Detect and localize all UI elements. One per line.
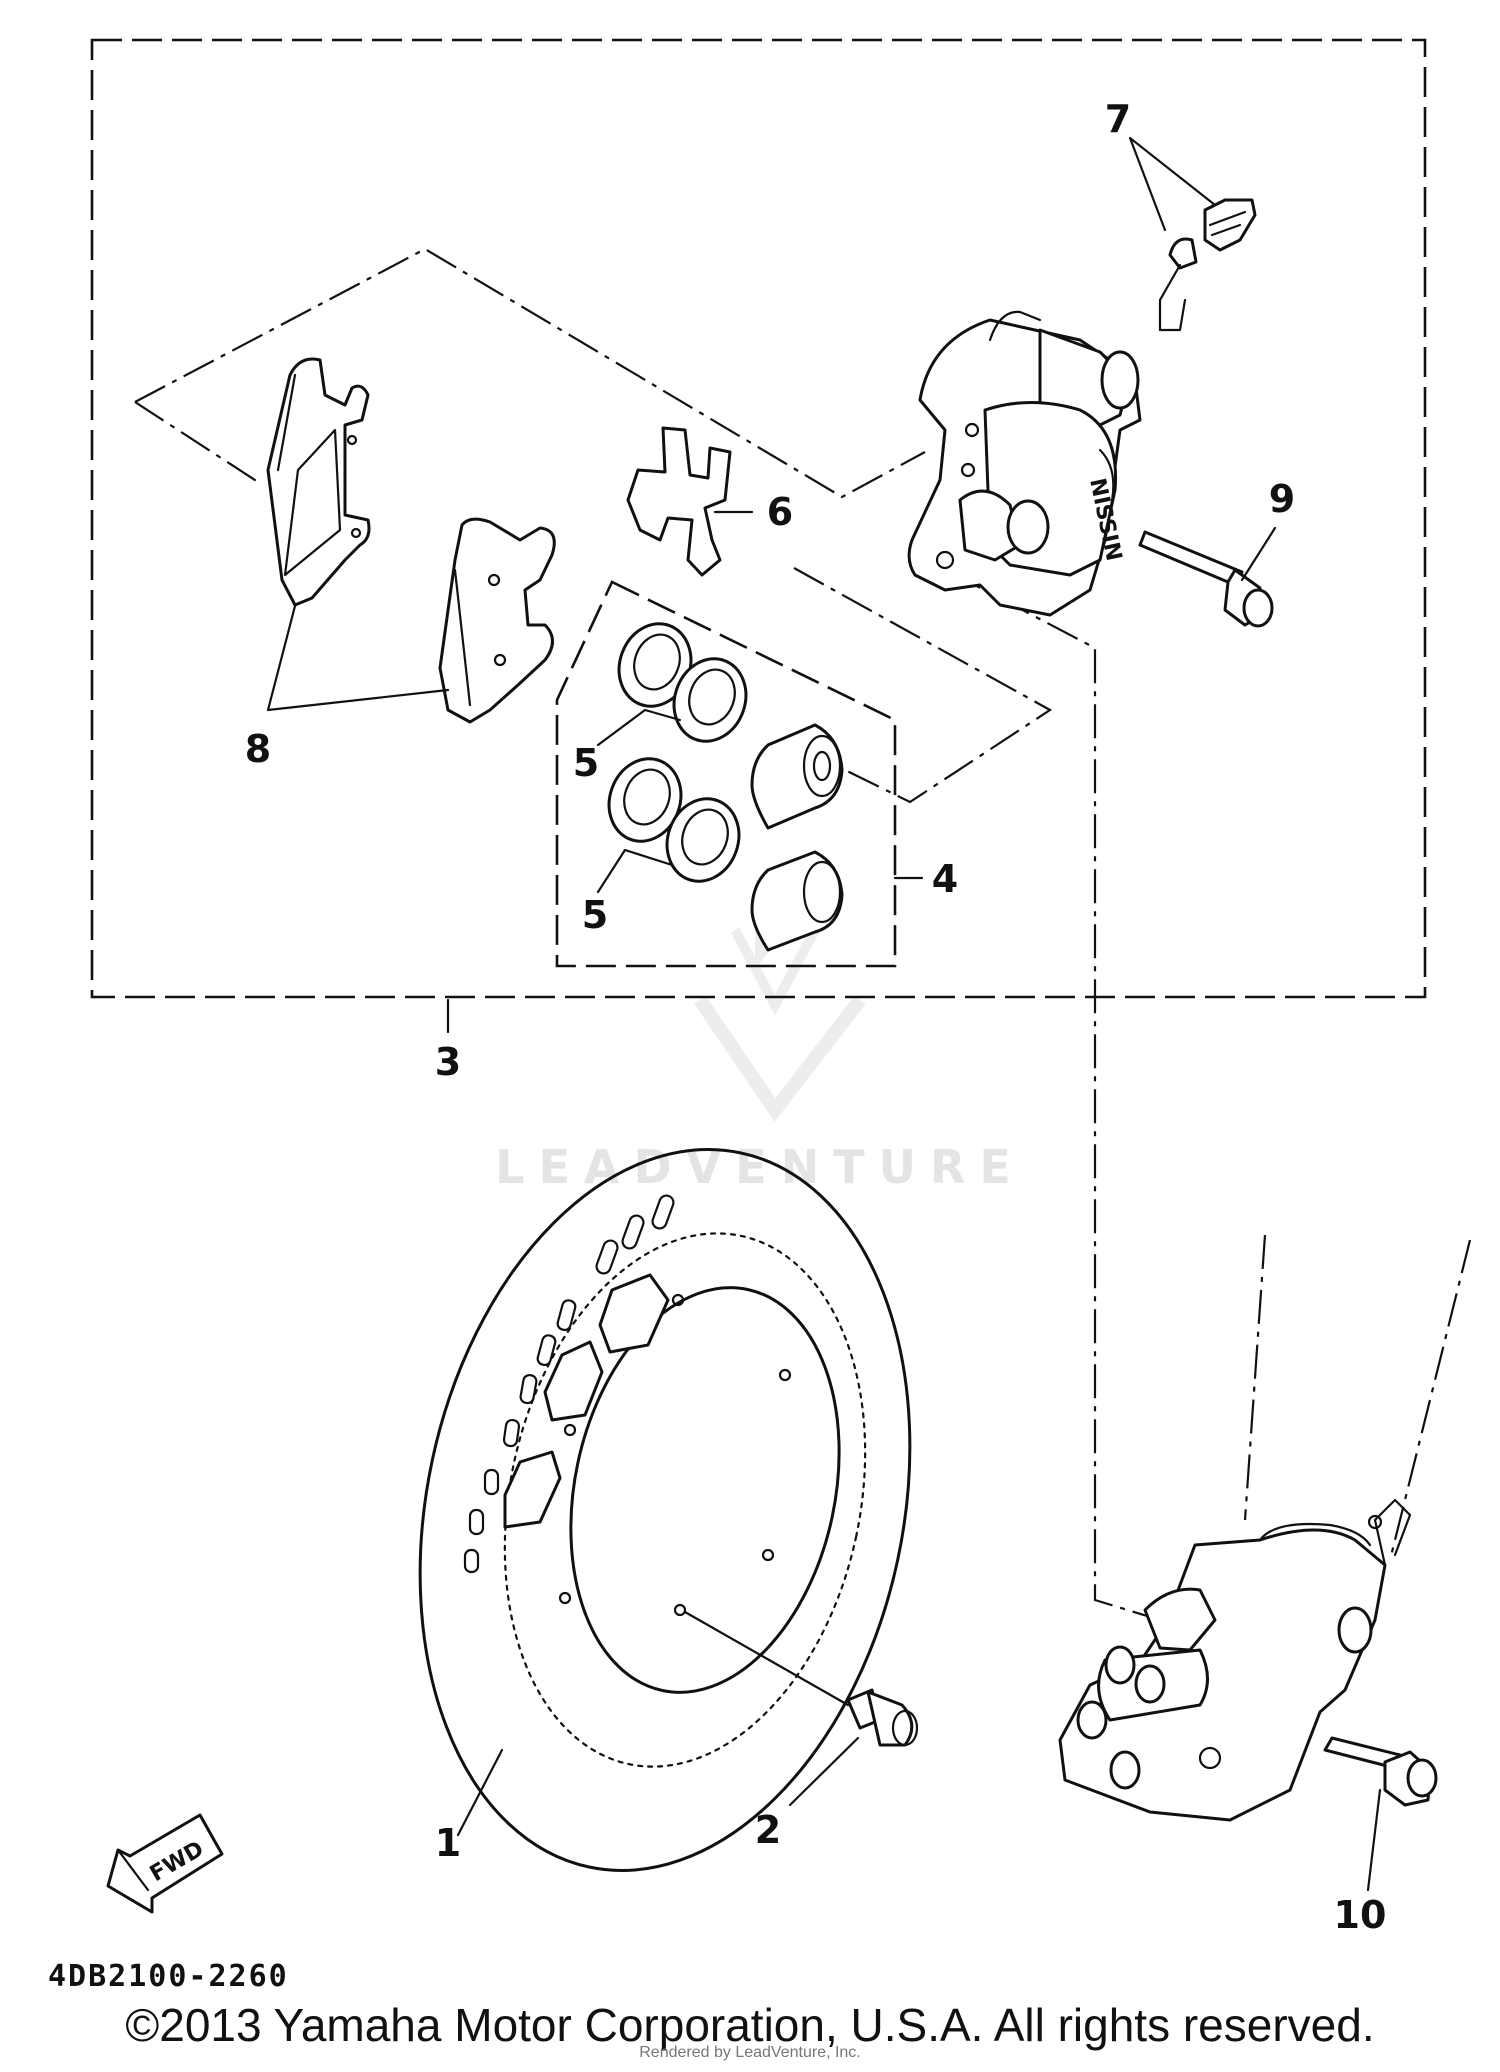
brake-caliper-body: NISSIN	[907, 310, 1142, 617]
callout-6: 6	[767, 490, 793, 534]
brake-disc	[418, 1148, 912, 1872]
leader-10	[1366, 1788, 1382, 1892]
leader-9	[1240, 526, 1277, 582]
seal-kit-boundary-4	[555, 580, 897, 968]
assembly-boundary-3	[90, 38, 1427, 999]
rendered-by-notice: Rendered by LeadVenture, Inc.	[639, 2044, 861, 2061]
leader-2	[788, 1736, 860, 1807]
diagram-code: 4DB2100-2260	[48, 1959, 289, 1994]
callout-9: 9	[1269, 477, 1295, 521]
front-fork	[1058, 1234, 1472, 1822]
piston-seal-3	[607, 757, 683, 843]
caliper-pin-bolt	[1138, 530, 1274, 628]
leader-5a	[596, 708, 682, 747]
leader-1	[456, 1748, 504, 1837]
brake-pad-left	[266, 357, 371, 607]
callout-4: 4	[932, 857, 958, 901]
projection-line-pin	[793, 567, 1053, 804]
projection-line-caliper-mount	[949, 571, 1161, 1622]
callout-5-lower: 5	[582, 893, 608, 937]
callout-7: 7	[1105, 97, 1131, 141]
watermark-text: LEADVENTURE	[495, 1140, 1025, 1194]
pad-spring	[626, 426, 732, 577]
piston-seal-4	[665, 797, 741, 883]
caliper-mount-bolt	[1323, 1736, 1438, 1807]
piston-lower	[750, 850, 844, 952]
piston-upper	[750, 723, 844, 830]
piston-seal-2	[672, 657, 748, 743]
brake-pad-right	[438, 517, 556, 724]
projection-line-lower	[134, 401, 259, 483]
callout-3: 3	[435, 1040, 461, 1084]
projection-line-pads	[134, 247, 926, 499]
leader-7	[1128, 136, 1217, 232]
fwd-arrow: FWD	[106, 1813, 224, 1914]
leader-5b	[596, 848, 674, 894]
callout-10: 10	[1334, 1893, 1387, 1937]
leader-8	[266, 604, 450, 712]
callout-8: 8	[245, 727, 271, 771]
callout-5-upper: 5	[573, 741, 599, 785]
bleed-screw	[1158, 198, 1257, 332]
leader-2-disc	[683, 1610, 850, 1707]
callout-1: 1	[435, 1821, 461, 1865]
disc-bolt	[846, 1688, 919, 1747]
copyright-notice: ©2013 Yamaha Motor Corporation, U.S.A. A…	[125, 1999, 1375, 2051]
callout-2: 2	[755, 1808, 781, 1852]
